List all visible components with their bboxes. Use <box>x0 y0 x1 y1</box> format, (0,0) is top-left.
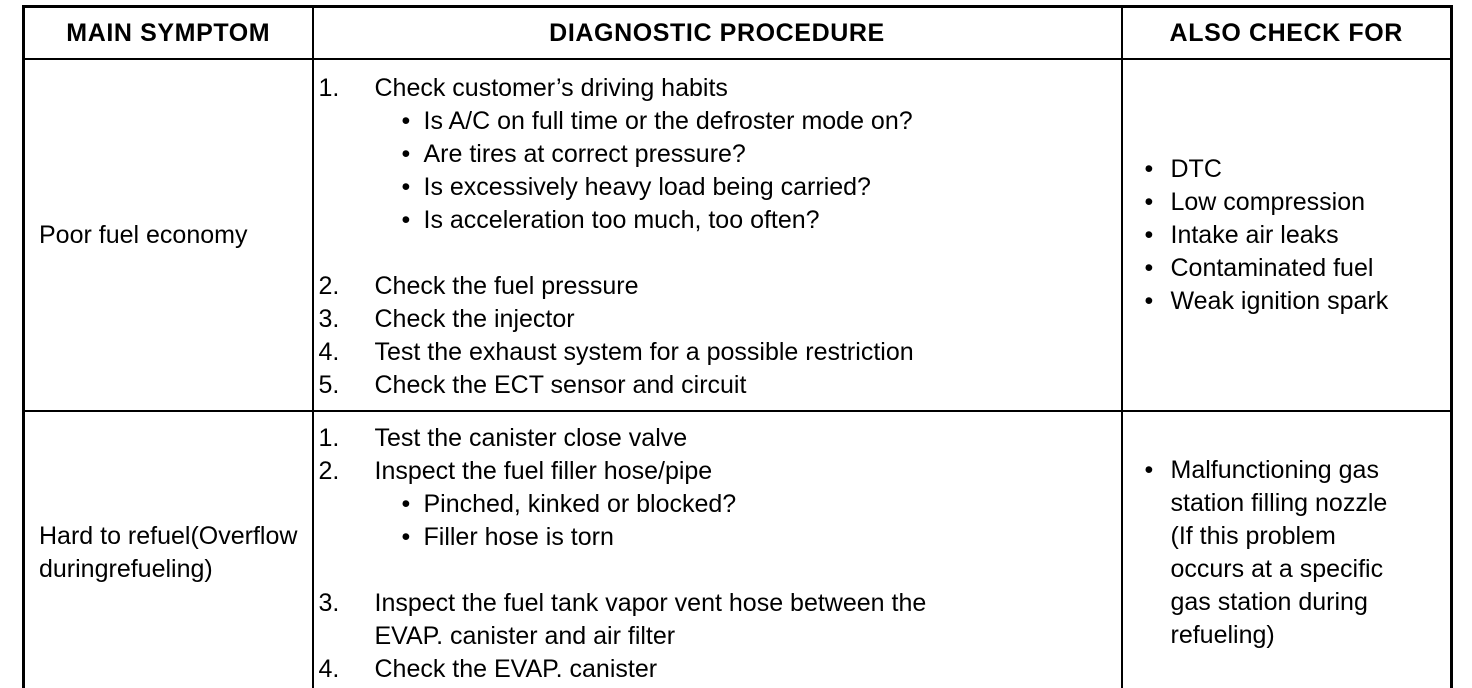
column-header-also-check-for: ALSO CHECK FOR <box>1120 5 1453 60</box>
also-check-item-label: refueling) <box>1170 621 1275 649</box>
also-check-item: • DTC <box>1143 153 1443 186</box>
step-number: 5. <box>318 371 340 399</box>
bullet-icon: • <box>1144 253 1154 282</box>
also-check-item-label: DTC <box>1170 154 1222 183</box>
diagnostic-troubleshooting-table: MAIN SYMPTOM DIAGNOSTIC PROCEDURE ALSO C… <box>22 5 1453 688</box>
step-sub-item-label: Is A/C on full time or the defroster mod… <box>423 107 913 135</box>
also-check-item-label: gas station during <box>1170 588 1368 616</box>
step-number: 2. <box>318 272 340 300</box>
step-sub-item-label: Filler hose is torn <box>423 523 614 551</box>
column-header-main-symptom: MAIN SYMPTOM <box>22 5 314 60</box>
procedure-step: 3. Inspect the fuel tank vapor vent hose … <box>314 587 1121 653</box>
step-sub-item: • Is excessively heavy load being carried… <box>314 171 1121 204</box>
text-line: Check the ECT sensor and circuit <box>374 371 747 399</box>
also-check-item: • Weak ignition spark <box>1143 285 1443 318</box>
also-check-item: • Malfunctioning gas station filling nozzl… <box>1143 454 1443 652</box>
text-line: Check the EVAP. canister <box>374 655 658 683</box>
procedure-step: 4. Test the exhaust system for a possible… <box>314 336 1121 369</box>
also-check-item: • Intake air leaks <box>1143 219 1443 252</box>
bullet-icon: • <box>401 107 411 135</box>
also-check-item-label: Contaminated fuel <box>1170 253 1374 282</box>
procedure-step-list: 1. Test the canister close valve 2. Inspect… <box>314 412 1121 688</box>
bullet-icon: • <box>1144 286 1154 315</box>
step-sub-item: • Pinched, kinked or blocked? <box>314 488 1121 521</box>
procedure-step-list: 1. Check customer’s driving habits • Is A/C… <box>314 60 1121 410</box>
text-line: Inspect the fuel filler hose/pipe <box>374 457 713 485</box>
header-row: MAIN SYMPTOM DIAGNOSTIC PROCEDURE ALSO C… <box>22 5 1453 60</box>
also-check-item-label: Malfunctioning gas <box>1170 456 1379 484</box>
table-header: MAIN SYMPTOM DIAGNOSTIC PROCEDURE ALSO C… <box>22 5 1453 60</box>
procedure-cell: 1. Check customer’s driving habits • Is A/C… <box>311 58 1123 412</box>
table-body: Poor fuel economy 1. Check customer’s driv… <box>22 58 1453 688</box>
step-sub-list: • Is A/C on full time or the defroster mo… <box>314 105 1121 237</box>
also-check-item: • Contaminated fuel <box>1143 252 1443 285</box>
also-check-item-label: (If this problem <box>1170 522 1336 550</box>
text-line: Test the exhaust system for a possible r… <box>374 338 914 366</box>
step-number: 4. <box>318 338 340 366</box>
step-number: 2. <box>318 457 340 485</box>
bullet-icon: • <box>1144 456 1154 484</box>
step-sub-item-label: Is acceleration too much, too often? <box>423 206 820 234</box>
step-sub-item: • Is A/C on full time or the defroster mo… <box>314 105 1121 138</box>
text-line: Inspect the fuel tank vapor vent hose be… <box>374 589 927 617</box>
procedure-step: 3. Check the injector <box>314 303 1121 336</box>
text-line: Hard to refuel <box>39 522 191 550</box>
procedure-step: 2. Inspect the fuel filler hose/pipe <box>314 455 1121 488</box>
step-number: 3. <box>318 589 340 617</box>
text-line: Check customer’s driving habits <box>374 74 728 102</box>
text-line: EVAP. canister and air filter <box>374 622 676 650</box>
procedure-step: 1. Check customer’s driving habits <box>314 72 1121 105</box>
text-line: refueling) <box>108 555 213 583</box>
step-sub-list: • Pinched, kinked or blocked? • Filler hose… <box>314 488 1121 554</box>
also-check-item-label: Weak ignition spark <box>1170 286 1389 315</box>
also-check-item: • Low compression <box>1143 186 1443 219</box>
bullet-icon: • <box>1144 187 1154 216</box>
also-check-cell: • Malfunctioning gas station filling nozzl… <box>1120 410 1453 688</box>
bullet-icon: • <box>1144 220 1154 249</box>
step-sub-item-label: Is excessively heavy load being carried? <box>423 173 871 201</box>
symptom-cell: Hard to refuel(Overflow duringrefueling) <box>22 410 314 688</box>
bullet-icon: • <box>401 173 411 201</box>
step-sub-item: • Filler hose is torn <box>314 521 1121 554</box>
bullet-icon: • <box>401 206 411 234</box>
step-number: 1. <box>318 74 340 102</box>
text-line: Check the fuel pressure <box>374 272 639 300</box>
symptom-cell: Poor fuel economy <box>22 58 314 412</box>
step-sub-item: • Are tires at correct pressure? <box>314 138 1121 171</box>
also-check-item-label: occurs at a specific <box>1170 555 1384 583</box>
step-number: 1. <box>318 424 340 452</box>
procedure-step: 4. Check the EVAP. canister <box>314 653 1121 686</box>
procedure-step: 1. Test the canister close valve <box>314 422 1121 455</box>
also-check-item-label: Intake air leaks <box>1170 220 1339 249</box>
procedure-step: 2. Check the fuel pressure <box>314 270 1121 303</box>
also-check-item-label: station filling nozzle <box>1170 489 1388 517</box>
step-sub-item: • Is acceleration too much, too often? <box>314 204 1121 237</box>
bullet-icon: • <box>401 490 411 518</box>
step-number: 3. <box>318 305 340 333</box>
column-header-diagnostic-procedure: DIAGNOSTIC PROCEDURE <box>311 5 1123 60</box>
also-check-list: • DTC • Low compression • Intake air leaks • Co… <box>1143 153 1443 318</box>
procedure-cell: 1. Test the canister close valve 2. Inspect… <box>311 410 1123 688</box>
step-sub-item-label: Pinched, kinked or blocked? <box>423 490 737 518</box>
step-number: 4. <box>318 655 340 683</box>
bullet-icon: • <box>1144 154 1154 183</box>
procedure-step: 5. Check the ECT sensor and circuit <box>314 369 1121 402</box>
table-row: Hard to refuel(Overflow duringrefueling)… <box>22 410 1453 688</box>
bullet-icon: • <box>401 140 411 168</box>
text-line: Poor fuel economy <box>39 220 248 249</box>
table-row: Poor fuel economy 1. Check customer’s driv… <box>22 58 1453 412</box>
text-line: Check the injector <box>374 305 575 333</box>
also-check-item-label: Low compression <box>1170 187 1366 216</box>
also-check-cell: • DTC • Low compression • Intake air leaks • Co… <box>1120 58 1453 412</box>
text-line: (Overflow during <box>39 522 298 583</box>
also-check-list: • Malfunctioning gas station filling nozzl… <box>1143 454 1443 652</box>
bullet-icon: • <box>401 523 411 551</box>
text-line: Test the canister close valve <box>374 424 688 452</box>
step-sub-item-label: Are tires at correct pressure? <box>423 140 746 168</box>
